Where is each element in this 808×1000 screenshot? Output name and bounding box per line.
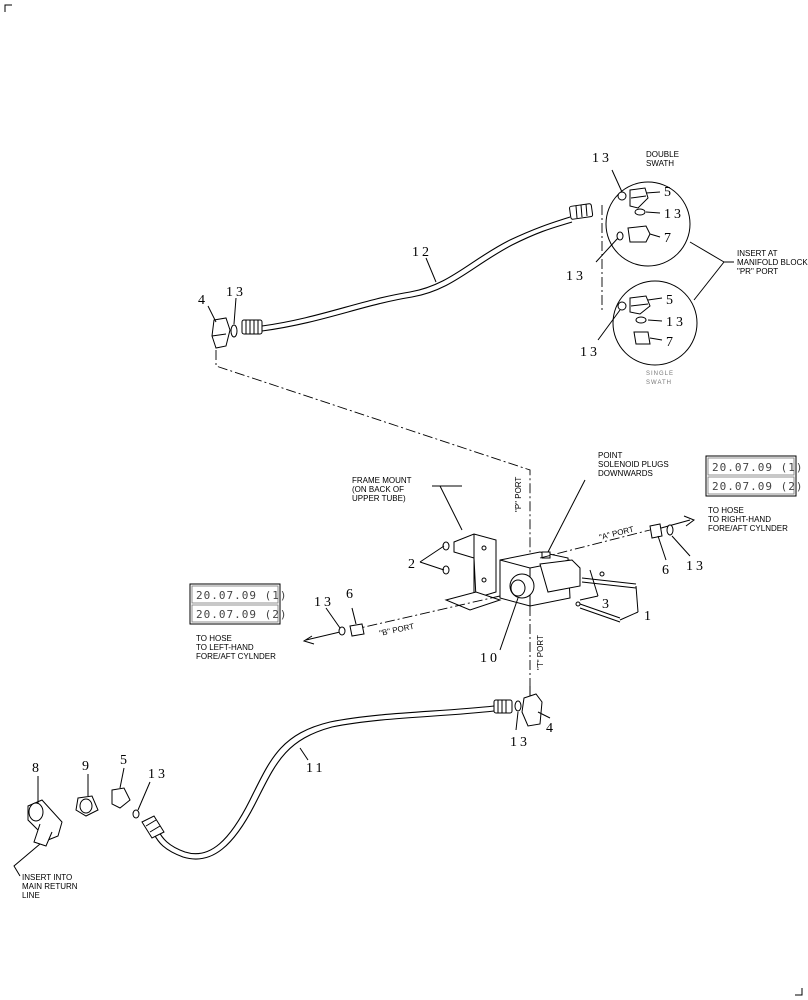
- adapter-6-right: [649, 523, 663, 539]
- callout-4: 4: [198, 293, 208, 308]
- label-a-port: "A" PORT: [598, 525, 635, 542]
- bolt-2-a: [442, 541, 450, 551]
- svg-text:TO HOSE: TO HOSE: [196, 634, 232, 643]
- lower-hose-assembly: [141, 686, 543, 860]
- svg-text:SINGLE: SINGLE: [646, 371, 674, 377]
- label-single-swath: SINGLE SWATH: [646, 371, 674, 386]
- callout-13: 13: [686, 559, 706, 574]
- callout-13: 13: [592, 151, 612, 166]
- detail-double-swath: [605, 181, 691, 267]
- label-double-swath: DOUBLE SWATH: [646, 150, 679, 168]
- callout-11: 11: [306, 761, 325, 776]
- callout-8: 8: [32, 761, 42, 776]
- svg-text:MANIFOLD BLOCK: MANIFOLD BLOCK: [737, 258, 808, 267]
- callout-6: 6: [346, 587, 356, 602]
- reference-right-1[interactable]: 20.07.09 (1): [712, 461, 803, 474]
- callout-13: 13: [666, 315, 686, 330]
- svg-text:"PR" PORT: "PR" PORT: [737, 267, 778, 276]
- callout-5: 5: [120, 753, 130, 768]
- callout-7: 7: [666, 335, 676, 350]
- hose-fitting-lower-right: [493, 699, 513, 714]
- label-to-hose-right: TO HOSE TO RIGHT-HAND FORE/AFT CYLNDER: [708, 506, 788, 533]
- svg-text:TO RIGHT-HAND: TO RIGHT-HAND: [708, 515, 771, 524]
- o-ring-upper-left: [230, 324, 238, 338]
- label-frame-mount: FRAME MOUNT (ON BACK OF UPPER TUBE): [352, 476, 412, 503]
- svg-text:FORE/AFT CYLNDER: FORE/AFT CYLNDER: [708, 524, 788, 533]
- adapter-6-left: [349, 623, 365, 637]
- adapter-detail-7-single: [633, 331, 651, 345]
- reference-right-2[interactable]: 20.07.09 (2): [712, 480, 803, 493]
- callout-6: 6: [662, 563, 672, 578]
- callout-9: 9: [82, 759, 92, 774]
- corner-mark-top-left: [4, 4, 12, 12]
- reference-box-right: 20.07.09 (1) 20.07.09 (2): [705, 455, 803, 497]
- corner-mark-bottom-right: [795, 988, 803, 996]
- reference-left-1[interactable]: 20.07.09 (1): [196, 589, 287, 602]
- callout-2: 2: [408, 557, 418, 572]
- o-ring-right: [666, 524, 674, 536]
- elbow-fitting-4-top: [211, 317, 231, 349]
- svg-text:INSERT INTO: INSERT INTO: [22, 873, 72, 882]
- upper-hose-assembly: [211, 203, 594, 349]
- label-point-solenoid: POINT SOLENOID PLUGS DOWNWARDS: [598, 451, 669, 478]
- svg-text:MAIN RETURN: MAIN RETURN: [22, 882, 78, 891]
- svg-text:(ON BACK OF: (ON BACK OF: [352, 485, 404, 494]
- label-t-port: "T" PORT: [536, 635, 545, 670]
- callout-12: 12: [412, 245, 432, 260]
- svg-text:SWATH: SWATH: [646, 159, 674, 168]
- svg-text:DOUBLE: DOUBLE: [646, 150, 679, 159]
- callout-13: 13: [566, 269, 586, 284]
- callout-13: 13: [510, 735, 530, 750]
- svg-text:FORE/AFT CYLNDER: FORE/AFT CYLNDER: [196, 652, 276, 661]
- label-insert-return: INSERT INTO MAIN RETURN LINE: [22, 873, 78, 900]
- o-ring-detail-1: [617, 191, 627, 201]
- svg-text:TO LEFT-HAND: TO LEFT-HAND: [196, 643, 254, 652]
- elbow-5-lower: [111, 787, 131, 809]
- callout-13: 13: [314, 595, 334, 610]
- label-insert-manifold: INSERT AT MANIFOLD BLOCK "PR" PORT: [737, 249, 808, 276]
- reference-box-left: 20.07.09 (1) 20.07.09 (2): [189, 583, 287, 625]
- hose-fitting-lower-left: [141, 815, 165, 839]
- callout-3: 3: [602, 597, 612, 612]
- frame-mount-bracket: [453, 533, 497, 599]
- tee-detail-7: [627, 225, 651, 243]
- callout-5: 5: [666, 293, 676, 308]
- svg-text:FRAME MOUNT: FRAME MOUNT: [352, 476, 412, 485]
- svg-text:POINT: POINT: [598, 451, 623, 460]
- callout-10: 10: [480, 651, 500, 666]
- svg-text:SWATH: SWATH: [646, 380, 672, 386]
- callout-13: 13: [664, 207, 684, 222]
- callout-5: 5: [664, 185, 674, 200]
- callout-13: 13: [580, 345, 600, 360]
- svg-text:INSERT AT: INSERT AT: [737, 249, 778, 258]
- callout-13: 13: [226, 285, 246, 300]
- hose-fitting-upper-left: [241, 319, 263, 335]
- solenoid: [539, 559, 581, 593]
- return-line-fittings: [27, 787, 140, 847]
- detail-single-swath: [612, 280, 698, 366]
- label-to-hose-left: TO HOSE TO LEFT-HAND FORE/AFT CYLNDER: [196, 634, 276, 661]
- o-ring-detail-2: [634, 208, 646, 216]
- label-b-port: "B" PORT: [379, 622, 416, 638]
- o-ring-left: [338, 626, 346, 636]
- svg-text:SOLENOID PLUGS: SOLENOID PLUGS: [598, 460, 669, 469]
- label-p-port: "P" PORT: [514, 477, 523, 512]
- callout-1: 1: [644, 609, 654, 624]
- elbow-detail-5: [629, 187, 649, 209]
- o-ring-detail-3: [616, 231, 624, 241]
- svg-text:UPPER TUBE): UPPER TUBE): [352, 494, 406, 503]
- o-ring-lower-right: [514, 700, 522, 712]
- callout-7: 7: [664, 231, 674, 246]
- svg-text:LINE: LINE: [22, 891, 40, 900]
- svg-text:TO HOSE: TO HOSE: [708, 506, 744, 515]
- reference-left-2[interactable]: 20.07.09 (2): [196, 608, 287, 621]
- svg-text:DOWNWARDS: DOWNWARDS: [598, 469, 653, 478]
- solenoid-plug: [541, 551, 551, 559]
- o-ring-lower-left: [132, 809, 140, 819]
- callout-13: 13: [148, 767, 168, 782]
- elbow-fitting-4-bottom: [521, 693, 543, 727]
- callout-4: 4: [546, 721, 556, 736]
